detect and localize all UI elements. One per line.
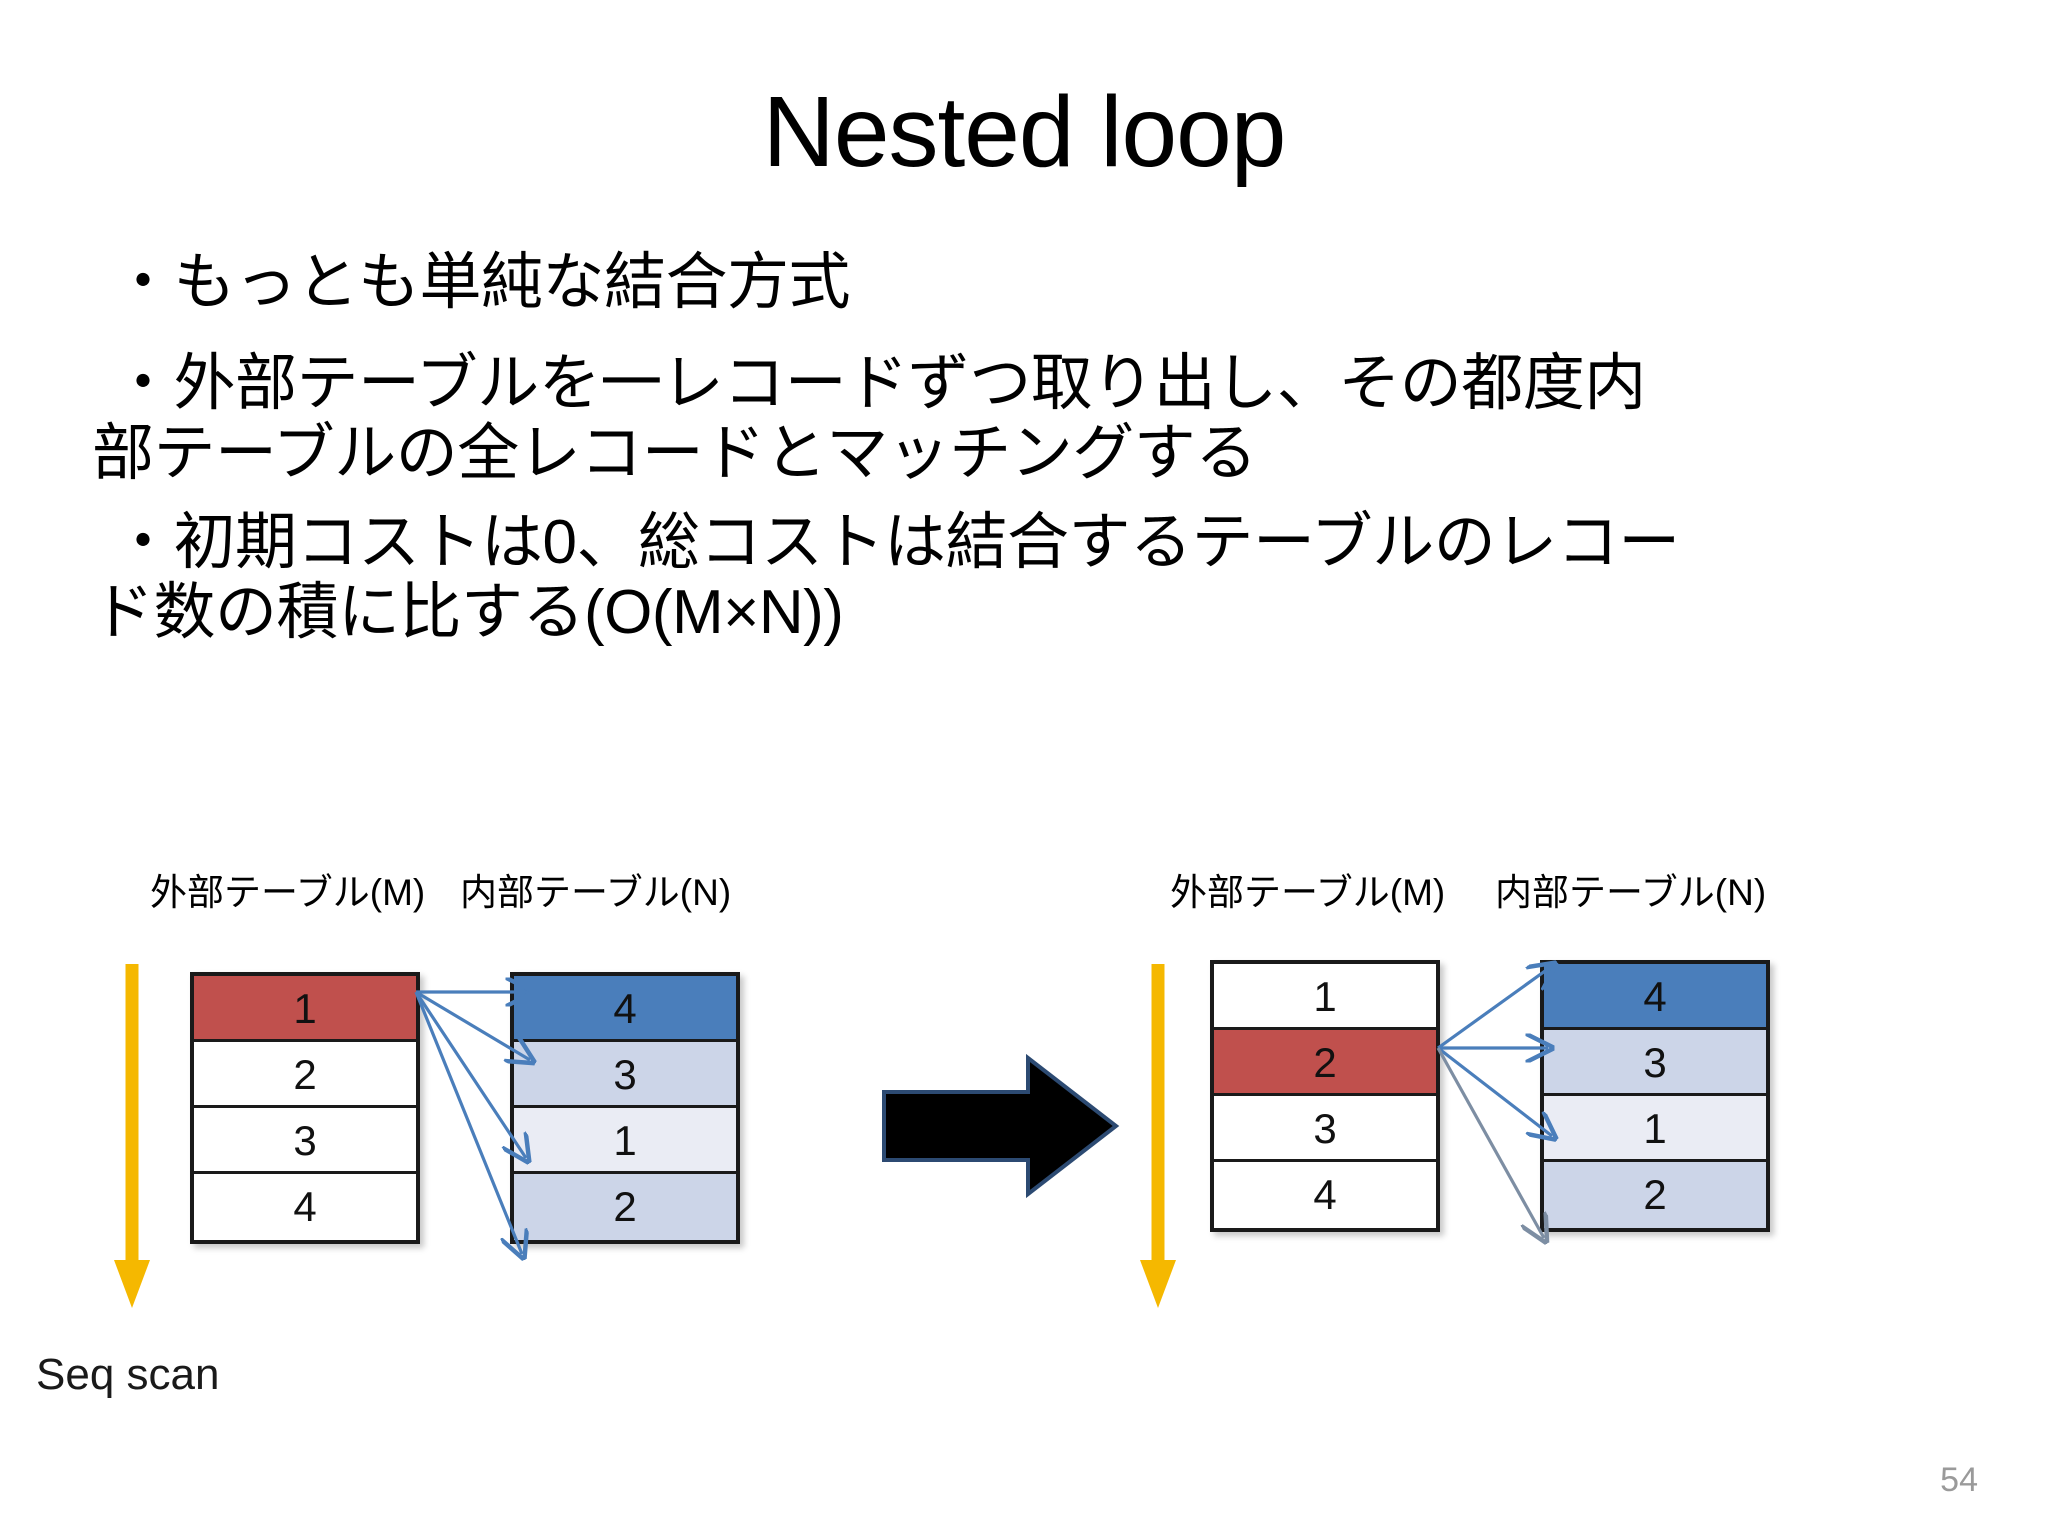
table-row: 1 bbox=[514, 1108, 736, 1174]
bullet-line: 部テーブルの全レコードとマッチングする bbox=[92, 418, 1257, 488]
bullet-item: ・初期コストは0、総コストは結合するテーブルのレコー ド数の積に比する(O(M×… bbox=[92, 508, 1972, 647]
bullet-item: ・外部テーブルを一レコードずつ取り出し、その都度内 部テーブルの全レコードとマッ… bbox=[92, 349, 1972, 488]
table-row: 3 bbox=[514, 1042, 736, 1108]
inner-table: 4 3 1 2 bbox=[510, 972, 740, 1244]
match-arrows-icon bbox=[414, 962, 740, 1312]
table-row: 4 bbox=[194, 1174, 416, 1240]
table-row: 2 bbox=[1544, 1162, 1766, 1228]
inner-table-label: 内部テーブル(N) bbox=[460, 872, 732, 913]
outer-table: 1 2 3 4 bbox=[190, 972, 420, 1244]
table-row: 1 bbox=[194, 976, 416, 1042]
outer-table-label: 外部テーブル(M) bbox=[1170, 872, 1446, 913]
table-row: 3 bbox=[1544, 1030, 1766, 1096]
bullet-list: ・もっとも単純な結合方式 ・外部テーブルを一レコードずつ取り出し、その都度内 部… bbox=[92, 248, 1972, 667]
bullet-line: ・初期コストは0、総コストは結合するテーブルのレコー bbox=[112, 508, 1680, 578]
inner-table-label: 内部テーブル(N) bbox=[1495, 872, 1767, 913]
table-row: 1 bbox=[1544, 1096, 1766, 1162]
diagram-panel-step-1: 外部テーブル(M) 内部テーブル(N) 1 2 3 4 4 3 1 2 bbox=[30, 852, 970, 1412]
nested-loop-diagram: 外部テーブル(M) 内部テーブル(N) 1 2 3 4 4 3 1 2 bbox=[0, 852, 2048, 1412]
seq-scan-arrow-icon bbox=[114, 964, 150, 1308]
inner-table: 4 3 1 2 bbox=[1540, 960, 1770, 1232]
table-row: 2 bbox=[514, 1174, 736, 1240]
panel-labels: 外部テーブル(M) 内部テーブル(N) bbox=[30, 862, 970, 916]
bullet-line: ・外部テーブルを一レコードずつ取り出し、その都度内 bbox=[112, 349, 1646, 419]
table-row: 1 bbox=[1214, 964, 1436, 1030]
page-number: 54 bbox=[1940, 1461, 1978, 1499]
outer-table: 1 2 3 4 bbox=[1210, 960, 1440, 1232]
diagram-panel-step-2: 外部テーブル(M) 内部テーブル(N) 1 2 3 4 4 3 1 2 bbox=[1080, 852, 2020, 1412]
outer-table-label: 外部テーブル(M) bbox=[150, 872, 426, 913]
table-row: 2 bbox=[194, 1042, 416, 1108]
bullet-item: ・もっとも単純な結合方式 bbox=[112, 248, 1972, 317]
table-row: 3 bbox=[1214, 1096, 1436, 1162]
seq-scan-arrow-icon bbox=[1140, 964, 1176, 1308]
table-row: 3 bbox=[194, 1108, 416, 1174]
panel-labels: 外部テーブル(M) 内部テーブル(N) bbox=[1080, 862, 2020, 916]
seq-scan-caption: Seq scan bbox=[36, 1350, 220, 1399]
transition-right-arrow-icon bbox=[882, 1053, 1120, 1199]
page-title: Nested loop bbox=[762, 76, 1287, 188]
table-row: 2 bbox=[1214, 1030, 1436, 1096]
match-arrows-icon bbox=[1436, 952, 1762, 1302]
bullet-line: ド数の積に比する(O(M×N)) bbox=[92, 577, 844, 647]
table-row: 4 bbox=[1214, 1162, 1436, 1228]
table-row: 4 bbox=[514, 976, 736, 1042]
bullet-line: ・もっとも単純な結合方式 bbox=[112, 248, 851, 317]
table-row: 4 bbox=[1544, 964, 1766, 1030]
